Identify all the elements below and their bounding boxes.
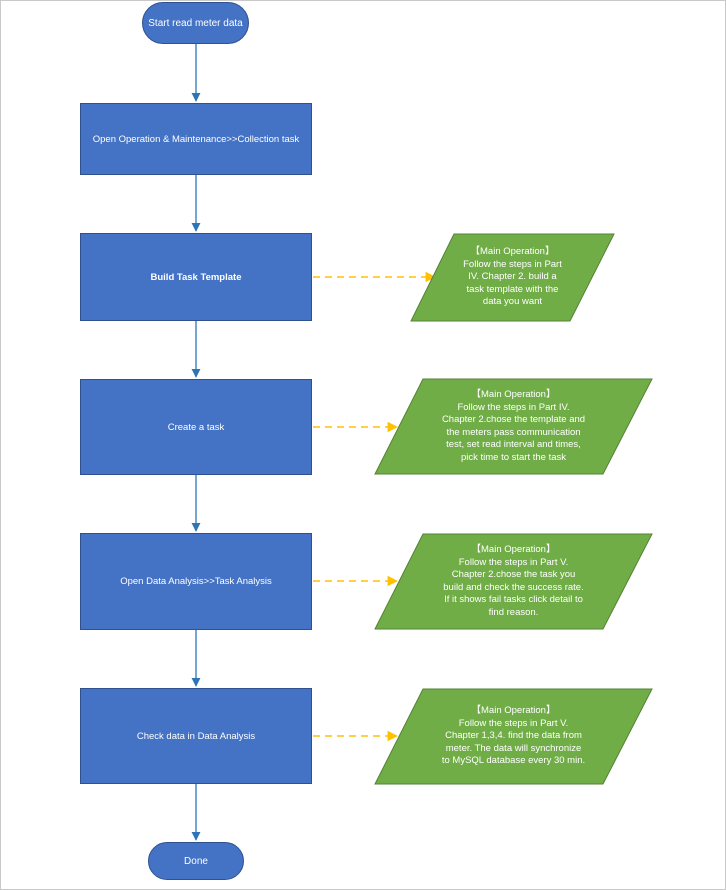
note-line: to MySQL database every 30 min. <box>441 755 586 767</box>
note-line: meter. The data will synchronize <box>445 742 582 754</box>
process-label: Check data in Data Analysis <box>136 730 256 742</box>
note-line: 【Main Operation】 <box>470 246 555 258</box>
note-line: Chapter 2.chose the task you <box>451 569 576 580</box>
process-label: Create a task <box>167 421 225 433</box>
note-line: the meters pass communication <box>446 426 581 438</box>
note-line: If it shows fail tasks click detail to <box>444 594 583 605</box>
parallelogram-shape <box>410 233 615 322</box>
note-line: 【Main Operation】 <box>471 389 556 400</box>
end-terminator: Done <box>148 842 244 880</box>
note-line: 【Main Operation】 <box>471 705 556 717</box>
process-label: Open Data Analysis>>Task Analysis <box>120 576 272 587</box>
note-line: Chapter 2.chose the template and <box>441 414 586 425</box>
process-label: Build Task Template <box>150 271 242 283</box>
note-line: data you want <box>482 296 543 308</box>
note-create-task: 【Main Operation】 Follow the steps in Par… <box>374 378 653 475</box>
note-line: 【Main Operation】 <box>471 544 556 555</box>
process-label: Open Operation & Maintenance>>Collection… <box>92 133 300 145</box>
note-line: build and check the success rate. <box>443 581 584 593</box>
note-line: find reason. <box>488 606 539 618</box>
note-check-data: 【Main Operation】 Follow the steps in Par… <box>374 688 653 785</box>
note-line: IV. Chapter 2. build a <box>468 271 557 283</box>
note-line: pick time to start the task <box>460 451 567 463</box>
parallelogram-shape <box>374 533 653 630</box>
process-open-task-analysis: Open Data Analysis>>Task Analysis <box>80 533 312 630</box>
note-line: test, set read interval and times, <box>446 439 581 450</box>
note-line: Follow the steps in Part V. <box>458 717 569 729</box>
note-task-analysis: 【Main Operation】 Follow the steps in Par… <box>374 533 653 630</box>
process-check-data: Check data in Data Analysis <box>80 688 312 784</box>
note-line: Follow the steps in Part IV. <box>457 401 570 413</box>
note-build-template: 【Main Operation】 Follow the steps in Par… <box>410 233 615 322</box>
note-line: Follow the steps in Part <box>463 258 562 270</box>
process-create-task: Create a task <box>80 379 312 475</box>
note-line: Follow the steps in Part V. <box>458 556 569 568</box>
process-build-task-template: Build Task Template <box>80 233 312 321</box>
process-open-collection-task: Open Operation & Maintenance>>Collection… <box>80 103 312 175</box>
note-line: task template with the <box>466 283 559 295</box>
start-terminator: Start read meter data <box>142 2 249 44</box>
parallelogram-shape <box>374 688 653 785</box>
note-line: Chapter 1,3,4. find the data from <box>445 730 582 742</box>
parallelogram-shape <box>374 378 653 475</box>
start-label: Start read meter data <box>148 17 243 29</box>
end-label: Done <box>184 855 208 867</box>
